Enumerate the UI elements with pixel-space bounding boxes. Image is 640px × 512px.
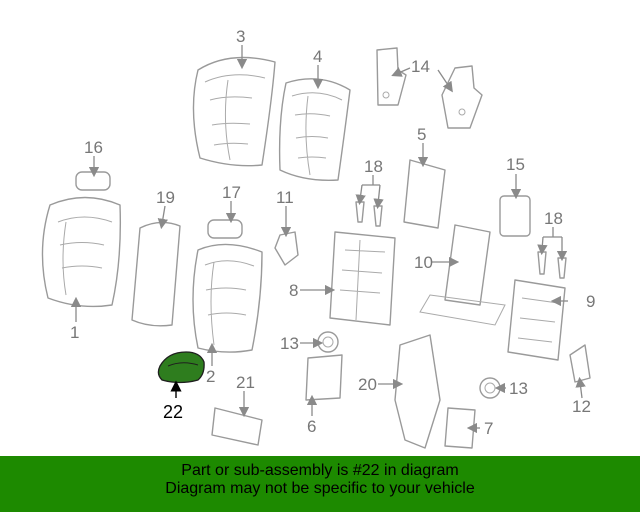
part-16-headrest[interactable] (75, 171, 111, 191)
callout-22: 22 (163, 402, 183, 422)
callout-12: 12 (572, 397, 591, 416)
part-19-armrest[interactable] (131, 221, 181, 327)
banner-line-disclaimer: Diagram may not be specific to your vehi… (165, 480, 475, 497)
part-22-armrest-cushion[interactable] (157, 351, 205, 384)
part-17-headrest[interactable] (207, 219, 243, 239)
callout-6: 6 (307, 417, 316, 436)
parts-diagram: 3 4 14 5 15 16 18 18 19 17 11 10 8 9 1 2… (41, 27, 595, 449)
callout-9: 9 (586, 292, 595, 311)
callout-5: 5 (417, 125, 426, 144)
callout-13-right: 13 (509, 379, 528, 398)
callout-13-left: 13 (280, 334, 299, 353)
part-10-frame-bracket[interactable] (419, 224, 506, 326)
part-7-module[interactable] (444, 407, 476, 449)
callout-labels: 3 4 14 5 15 16 18 18 19 17 11 10 8 9 1 2… (70, 27, 595, 438)
banner-line-part: Part or sub-assembly is #22 in diagram (181, 462, 459, 479)
part-20-side-trim[interactable] (394, 334, 441, 449)
callout-7: 7 (484, 419, 493, 438)
info-banner: Part or sub-assembly is #22 in diagram D… (0, 456, 640, 512)
callout-15: 15 (506, 155, 525, 174)
callout-16: 16 (84, 138, 103, 157)
callout-8: 8 (289, 281, 298, 300)
callout-18-right: 18 (544, 209, 563, 228)
callout-14: 14 (411, 57, 430, 76)
part-11-bracket[interactable] (274, 231, 299, 266)
part-9-seat-back-frame[interactable] (507, 279, 566, 361)
part-12-bracket[interactable] (569, 344, 591, 383)
callout-11: 11 (276, 188, 294, 207)
part-6-module[interactable] (305, 354, 343, 401)
callout-18-left: 18 (364, 157, 383, 176)
callout-4: 4 (313, 47, 322, 66)
callout-21: 21 (236, 373, 255, 392)
callout-17: 17 (222, 183, 241, 202)
part-3-seat-back-cover[interactable] (192, 56, 276, 167)
callout-10: 10 (414, 253, 433, 272)
part-4-seat-back-cover[interactable] (278, 78, 351, 181)
part-15-trim-panel[interactable] (499, 195, 531, 237)
leader-lines (70, 45, 586, 434)
part-8-seat-back-frame[interactable] (329, 231, 396, 326)
part-2-seat-back[interactable] (192, 243, 263, 353)
callout-1: 1 (70, 323, 79, 342)
callout-20: 20 (358, 375, 377, 394)
callout-19: 19 (156, 188, 175, 207)
part-21-control-module[interactable] (211, 407, 263, 446)
part-5-back-panel[interactable] (403, 159, 446, 229)
part-1-seat-back[interactable] (41, 196, 122, 308)
callout-3: 3 (236, 27, 245, 46)
callout-2: 2 (206, 367, 215, 386)
